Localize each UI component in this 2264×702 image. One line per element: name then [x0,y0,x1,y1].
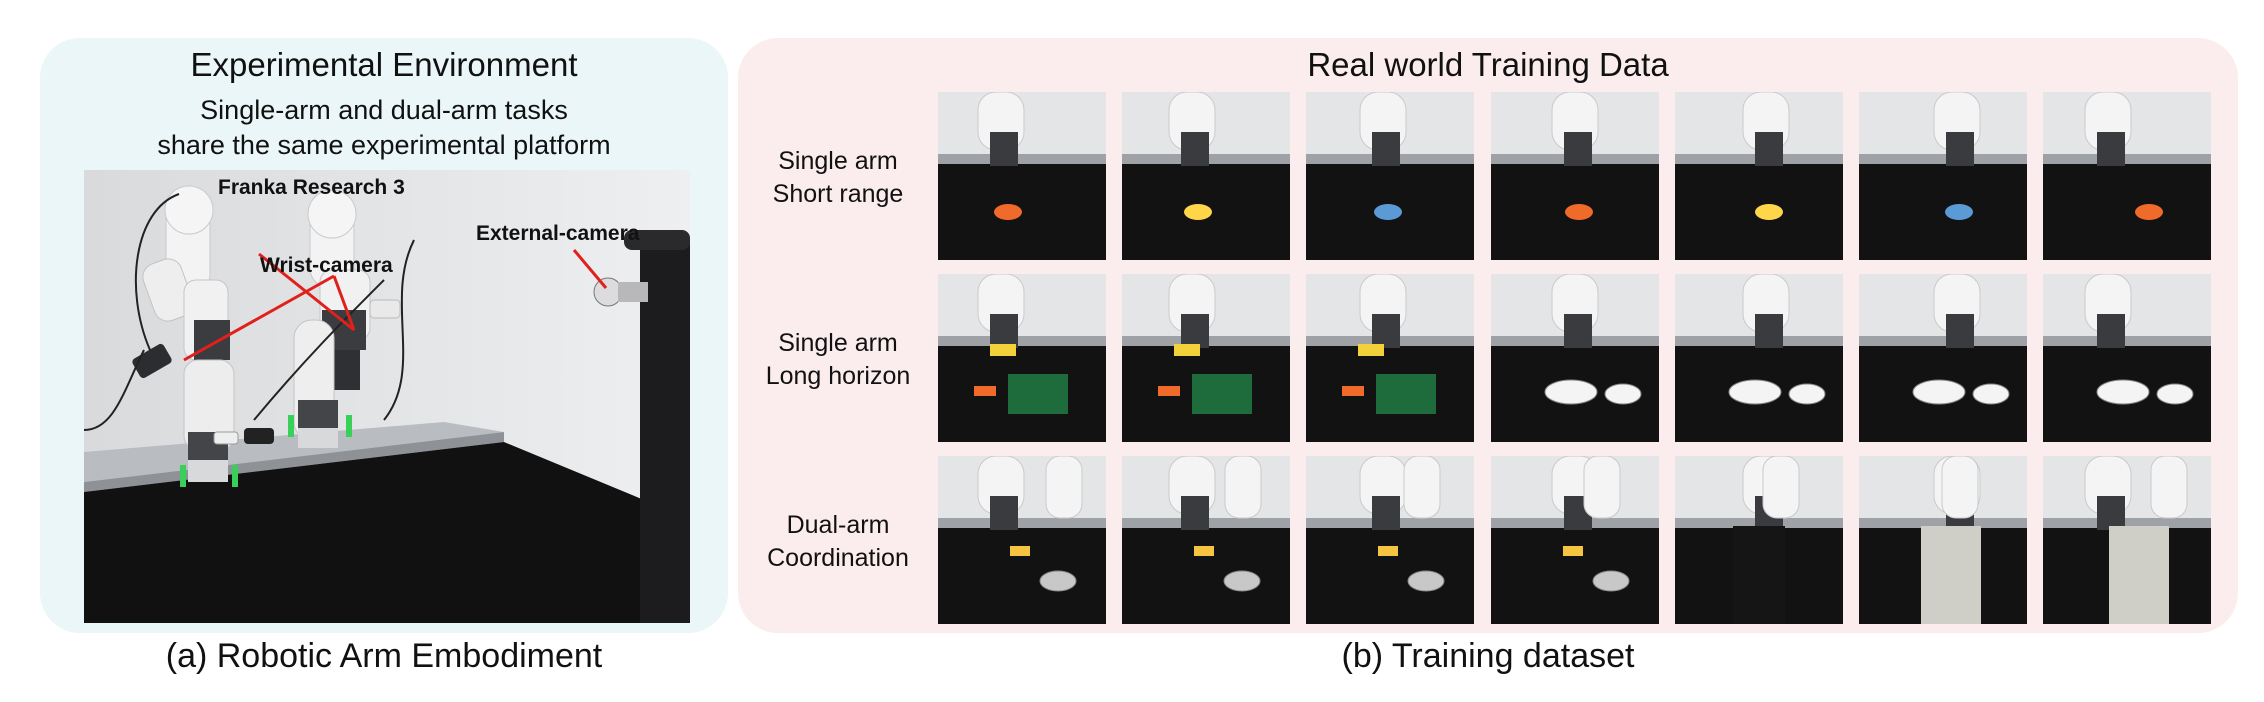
sample-photo [1306,456,1474,624]
training-sample-image [1491,274,1659,442]
sample-photo [1306,92,1474,260]
left-panel-title: Experimental Environment [190,46,578,83]
caption-b: (b) Training dataset [1341,637,1635,675]
row-label-line1: Single arm [778,329,898,357]
right-robot-arm [288,189,401,448]
sample-photo [1122,92,1290,260]
sample-photo [1122,456,1290,624]
sample-photo [938,92,1106,260]
row-label-line2: Long horizon [765,362,911,390]
right-panel-title: Real world Training Data [1307,46,1669,83]
wrist-camera-label: Wrist-camera [260,254,393,277]
left-panel-subtitle: Single-arm and dual-arm tasks share the … [40,93,728,163]
sample-photo [2043,456,2211,624]
sample-photo [938,274,1106,442]
row-label-line2: Coordination [767,544,909,572]
external-camera-label: External-camera [476,222,640,245]
training-sample-image [1306,92,1474,260]
training-sample-image [2043,456,2211,624]
training-sample-image [1122,274,1290,442]
training-sample-image [938,92,1106,260]
sample-photo [1675,274,1843,442]
training-sample-image [1675,92,1843,260]
sample-photo [2043,92,2211,260]
row-label-line1: Dual-arm [786,511,890,539]
sample-photo [1491,274,1659,442]
training-sample-image [1859,92,2027,260]
training-sample-image [938,274,1106,442]
annotation-lines [183,249,608,362]
robot-setup-photo: Franka Research 3 Wrist-camera External-… [84,170,690,623]
sample-photo [938,456,1106,624]
training-sample-image [1675,274,1843,442]
training-sample-image [1859,456,2027,624]
subtitle-line-2: share the same experimental platform [157,130,611,160]
row-label-single-arm-long-horizon: Single arm Long horizon [738,327,938,393]
training-sample-image [1859,274,2027,442]
sample-photo [1675,92,1843,260]
row-label-line1: Single arm [778,147,898,175]
training-sample-image [1491,92,1659,260]
franka-label: Franka Research 3 [218,176,405,199]
sample-photo [1491,456,1659,624]
sample-photo [1859,92,2027,260]
training-sample-image [1491,456,1659,624]
training-sample-image [1675,456,1843,624]
row-label-line2: Short range [772,180,904,208]
robot-setup-illustration [84,170,690,623]
sample-photo [1122,274,1290,442]
training-sample-image [2043,92,2211,260]
training-sample-image [1122,456,1290,624]
training-sample-image [1306,456,1474,624]
row-label-single-arm-short-range: Single arm Short range [738,145,938,211]
sample-photo [1859,274,2027,442]
sample-photo [1675,456,1843,624]
training-sample-image [1306,274,1474,442]
sample-photo [1306,274,1474,442]
sample-photo [1491,92,1659,260]
caption-a: (a) Robotic Arm Embodiment [165,637,603,675]
training-sample-image [1122,92,1290,260]
row-label-dual-arm-coordination: Dual-arm Coordination [738,509,938,575]
sample-photo [1859,456,2027,624]
sample-photo [2043,274,2211,442]
external-camera-rig [593,230,690,623]
training-sample-image [938,456,1106,624]
training-sample-image [2043,274,2211,442]
subtitle-line-1: Single-arm and dual-arm tasks [200,95,568,125]
